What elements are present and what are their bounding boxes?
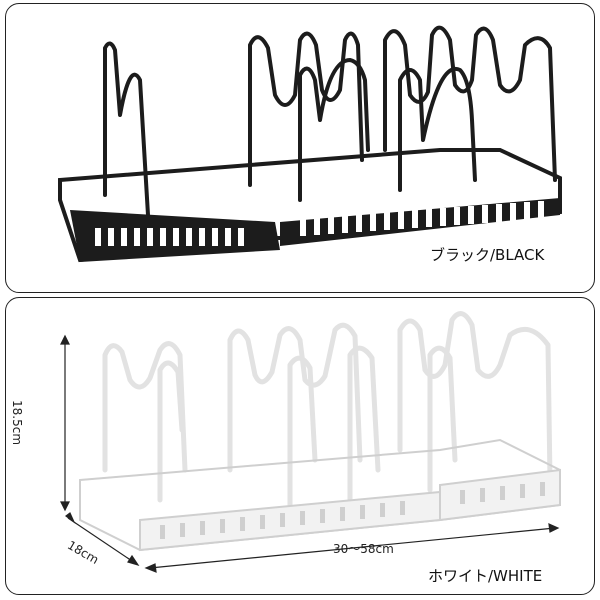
width-dimension: 30～58cm bbox=[333, 542, 394, 556]
height-dimension: 18.5cm bbox=[10, 400, 24, 446]
white-variant-label: ホワイト/WHITE bbox=[428, 567, 543, 585]
black-variant-label: ブラック/BLACK bbox=[430, 246, 545, 264]
